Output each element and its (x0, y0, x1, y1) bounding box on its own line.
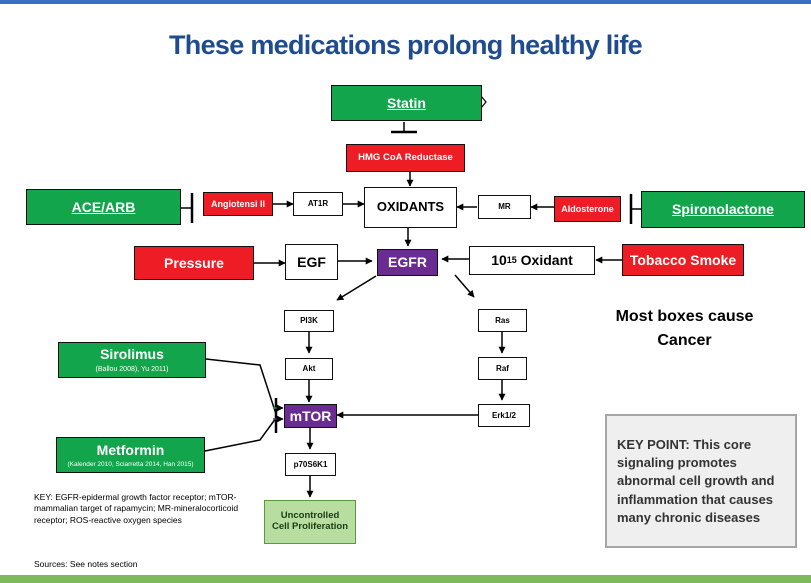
uncontrolled-proliferation-box: Uncontrolled Cell Proliferation (264, 500, 356, 544)
oxidants-box: OXIDANTS (364, 187, 457, 228)
abbreviation-key: KEY: EGFR-epidermal growth factor recept… (34, 492, 239, 525)
metformin-connector (204, 417, 277, 452)
egfr-box: EGFR (377, 249, 438, 276)
erk-box: Erk1/2 (478, 404, 530, 427)
oxidant-label: Oxidant (516, 252, 573, 269)
slide-title: These medications prolong healthy life (169, 30, 643, 60)
mtor-box: mTOR (284, 404, 337, 428)
metformin-label: Metformin (96, 441, 165, 458)
metformin-citation: (Kalender 2010, Sciarretta 2014, Han 201… (67, 460, 194, 468)
sources-note: Sources: See notes section (34, 559, 138, 569)
top-accent-bar (0, 0, 811, 4)
bottom-accent-bar (0, 575, 811, 583)
tobacco-smoke-box: Tobacco Smoke (622, 244, 744, 276)
sirolimus-connector (205, 358, 277, 415)
p70s6k1-box: p70S6K1 (285, 453, 336, 476)
mr-box: MR (478, 195, 531, 219)
ras-box: Ras (478, 309, 527, 332)
sirolimus-label: Sirolimus (100, 346, 164, 363)
sirolimus-box: Sirolimus (Ballou 2008), Yu 2011) (58, 342, 206, 378)
ace-arb-box: ACE/ARB (26, 189, 181, 225)
aldosterone-box: Aldosterone (554, 196, 621, 222)
angiotensin-ii-box: Angiotensi II (203, 192, 273, 216)
raf-box: Raf (478, 357, 527, 380)
pressure-box: Pressure (134, 246, 254, 280)
hmg-coa-reductase-box: HMG CoA Reductase (346, 144, 465, 172)
spironolactone-box: Spironolactone (641, 191, 805, 228)
metformin-box: Metformin (Kalender 2010, Sciarretta 201… (56, 437, 205, 473)
sirolimus-citation: (Ballou 2008), Yu 2011) (95, 365, 169, 373)
statin-side-tick (480, 95, 487, 109)
oxidant-base: 10 (491, 252, 507, 269)
key-point-box: KEY POINT: This core signaling promotes … (605, 414, 797, 548)
most-boxes-cause-cancer-note: Most boxes cause Cancer (615, 308, 754, 349)
arrow-egfr-ras (454, 274, 475, 298)
arrow-egfr-pi3k (336, 275, 377, 301)
oxidant-exponent: 15 (506, 255, 517, 266)
at1r-box: AT1R (293, 192, 343, 216)
akt-box: Akt (285, 358, 333, 380)
pi3k-box: PI3K (284, 310, 334, 332)
statin-box: Statin (331, 85, 482, 121)
egf-box: EGF (285, 244, 338, 280)
